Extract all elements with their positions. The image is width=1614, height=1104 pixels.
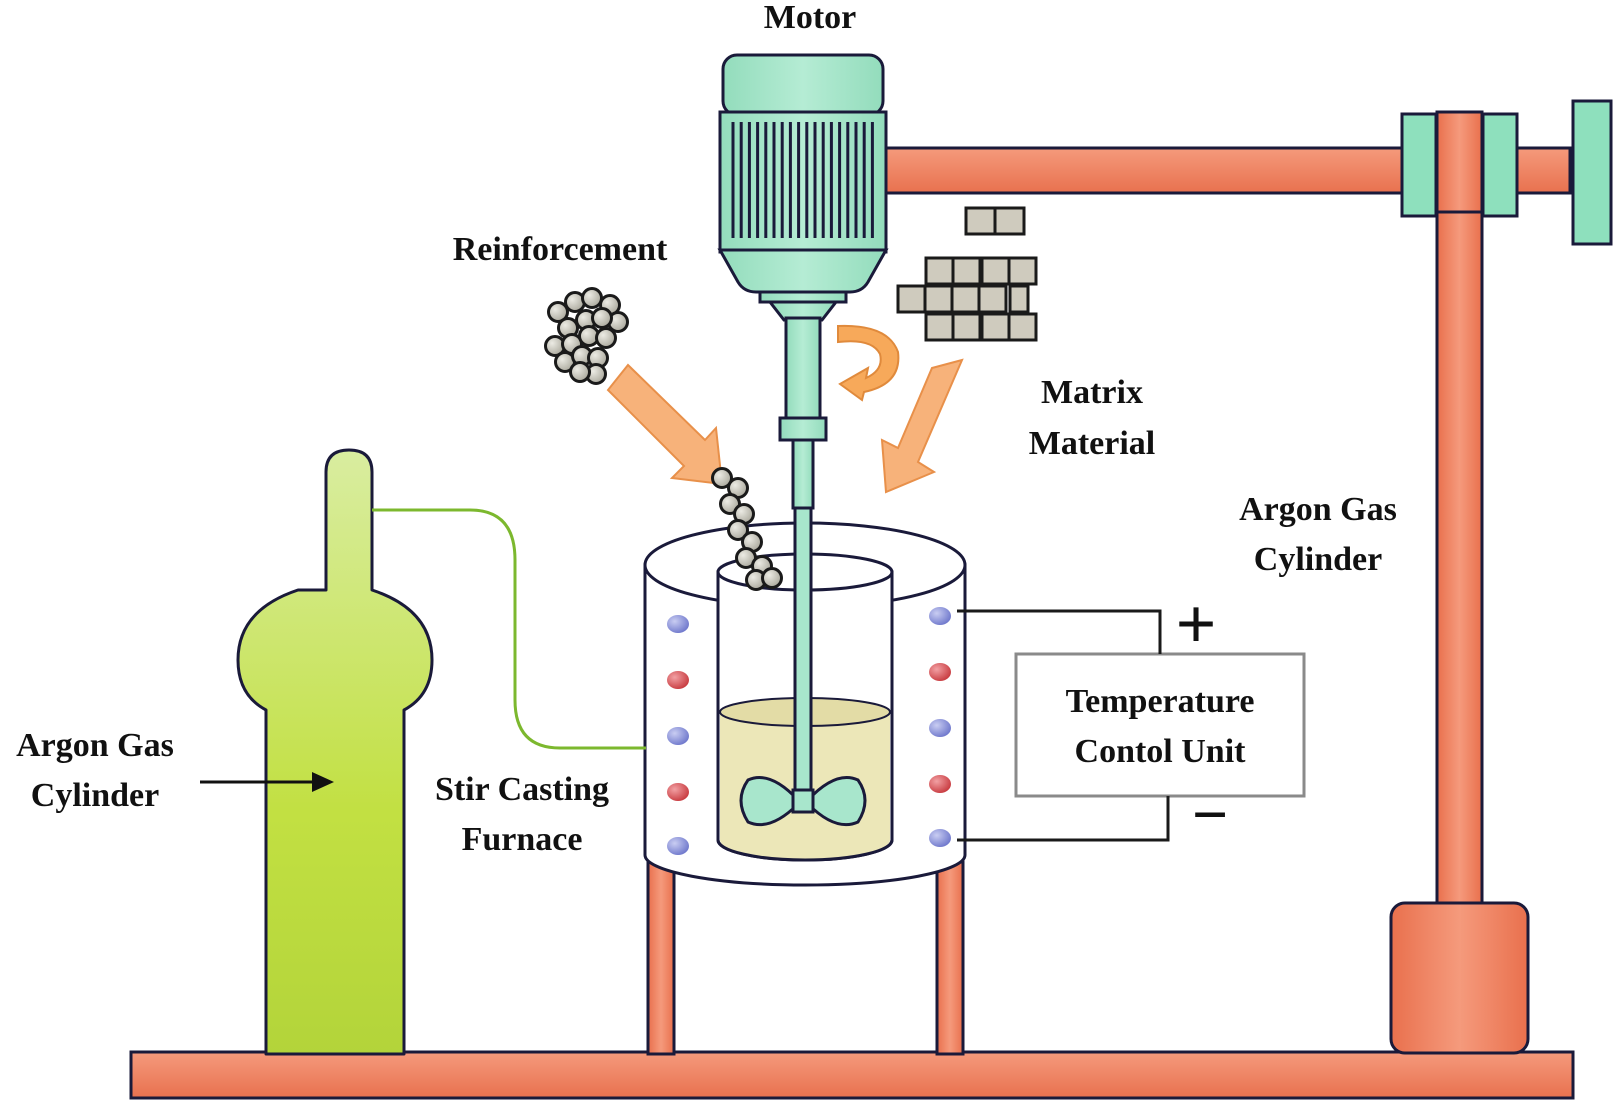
matrix-material-label-line2: Material (1029, 425, 1156, 462)
label-arrow (200, 772, 334, 792)
reinforcement-particle (581, 287, 603, 309)
reinforcement-particle (761, 567, 783, 589)
wire-negative (957, 796, 1170, 842)
arm-collar-left (1400, 112, 1438, 218)
positive-terminal-sign: + (1175, 584, 1216, 664)
heater-dot-blue (929, 719, 951, 737)
heater-dot-blue (929, 829, 951, 847)
wire-positive (957, 609, 1162, 654)
base-platform (129, 1050, 1575, 1100)
gas-supply-line (372, 508, 646, 750)
argon-gas-cylinder (236, 448, 434, 1056)
temperature-control-unit (1014, 652, 1306, 798)
argon-gas-cylinder-label-left-line2: Cylinder (31, 777, 159, 814)
stirrer (739, 506, 867, 827)
matrix-brick (1008, 284, 1030, 314)
heater-dot-blue (667, 615, 689, 633)
furnace-label-line1: Stir Casting (435, 771, 609, 808)
reinforcement-particle (595, 327, 617, 349)
heater-dot-blue (667, 727, 689, 745)
reinforcement-particle (569, 361, 591, 383)
heater-dot-red (667, 783, 689, 801)
furnace-leg-left (646, 860, 676, 1056)
reinforcement-particle (711, 467, 733, 489)
motor (717, 53, 889, 510)
heater-dot-blue (929, 607, 951, 625)
temperature-unit-label-line2: Contol Unit (1075, 733, 1247, 770)
reinforcement-particle (547, 301, 569, 323)
matrix-material-label-line1: Matrix (1041, 374, 1143, 411)
column-base-block (1389, 901, 1530, 1055)
negative-terminal-sign: − (1192, 779, 1228, 850)
heater-dot-red (929, 775, 951, 793)
feed-arrow-icon (606, 363, 724, 486)
argon-gas-cylinder-label-right-line2: Cylinder (1254, 541, 1382, 578)
arm-collar-right (1481, 112, 1519, 218)
reinforcement-particle (727, 519, 749, 541)
furnace-label-line2: Furnace (462, 821, 583, 858)
temperature-unit-label-line1: Temperature (1066, 683, 1255, 720)
motor-label: Motor (764, 0, 857, 36)
reinforcement-particle (591, 307, 613, 329)
rotation-arrow-icon (837, 324, 900, 402)
heater-dot-red (667, 671, 689, 689)
heater-dot-red (929, 663, 951, 681)
furnace-leg-right (935, 860, 965, 1056)
heater-dot-blue (667, 837, 689, 855)
support-column (1435, 110, 1484, 934)
argon-gas-cylinder-label-right-line1: Argon Gas (1239, 491, 1397, 528)
argon-gas-cylinder-label-left-line1: Argon Gas (16, 727, 174, 764)
feed-arrow-icon (880, 358, 964, 494)
reinforcement-label: Reinforcement (453, 231, 668, 268)
arm-end-cap (1571, 99, 1613, 246)
